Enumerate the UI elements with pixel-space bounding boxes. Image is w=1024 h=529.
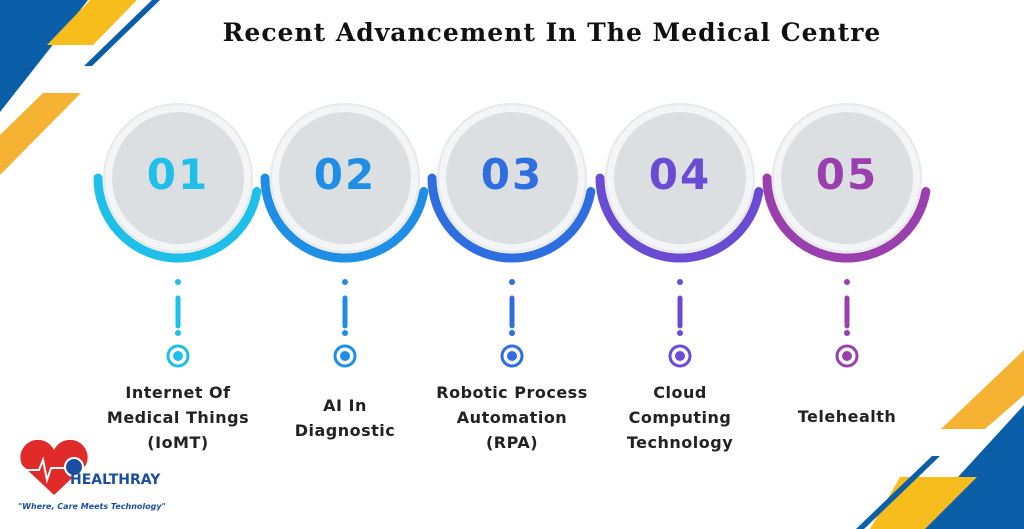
- target-dot: [675, 351, 685, 361]
- connector-dot: [844, 279, 850, 285]
- step-arc: [93, 173, 262, 263]
- step-number: 01: [146, 150, 210, 199]
- step-circle: [446, 112, 578, 244]
- connector-dot: [175, 279, 181, 285]
- step-label-line: AI In: [323, 396, 367, 415]
- step-label-line: Technology: [626, 433, 734, 452]
- corner-yellow-stripe: [0, 93, 81, 175]
- target-dot: [173, 351, 183, 361]
- step-label-line: Internet Of: [125, 383, 231, 402]
- target-dot: [507, 351, 517, 361]
- step-number: 02: [313, 150, 377, 199]
- step-label-line: Computing: [628, 408, 732, 427]
- heart-logo-icon: [20, 440, 88, 495]
- step-arc: [427, 173, 596, 263]
- step-number: 05: [815, 150, 879, 199]
- connector-dot: [509, 330, 515, 336]
- step-label-line: Telehealth: [797, 407, 897, 426]
- logo-tagline: "Where, Care Meets Technology": [18, 502, 166, 511]
- connector-dot: [509, 279, 515, 285]
- step-circle: [614, 112, 746, 244]
- target-dot: [340, 351, 350, 361]
- step-label: Telehealth: [757, 404, 937, 429]
- corner-blue-line: [84, 0, 160, 66]
- step-label-line: Diagnostic: [294, 421, 396, 440]
- step-circle: [781, 112, 913, 244]
- step-label: Internet Of Medical Things (IoMT): [88, 380, 268, 455]
- connector-dot: [342, 279, 348, 285]
- step-label-line: Robotic Process: [436, 383, 588, 402]
- step-label-line: (IoMT): [147, 433, 209, 452]
- step-arc: [762, 173, 931, 263]
- connector-dot: [342, 330, 348, 336]
- healthray-logo: HEALTHRAY "Where, Care Meets Technology": [14, 440, 166, 520]
- connector-dot: [175, 330, 181, 336]
- logo-brand: HEALTHRAY: [70, 472, 161, 488]
- connector-dot: [677, 279, 683, 285]
- step-circle: [279, 112, 411, 244]
- corner-blue-line: [856, 456, 940, 529]
- step-label-line: Cloud: [653, 383, 707, 402]
- connector-dot: [677, 330, 683, 336]
- step-label-line: (RPA): [485, 433, 539, 452]
- step-label-line: Medical Things: [106, 408, 250, 427]
- step-label: AI In Diagnostic: [255, 393, 435, 443]
- step-circle: [112, 112, 244, 244]
- corner-yellow-stripe: [941, 350, 1024, 429]
- target-dot: [842, 351, 852, 361]
- step-label-line: Automation: [456, 408, 568, 427]
- step-number: 04: [648, 150, 712, 199]
- step-arc: [595, 173, 764, 263]
- step-arc: [260, 173, 429, 263]
- corner-yellow-stripe: [47, 0, 137, 45]
- connector-dot: [844, 330, 850, 336]
- page-title: Recent Advancement In The Medical Centre: [222, 18, 882, 47]
- step-number: 03: [480, 150, 544, 199]
